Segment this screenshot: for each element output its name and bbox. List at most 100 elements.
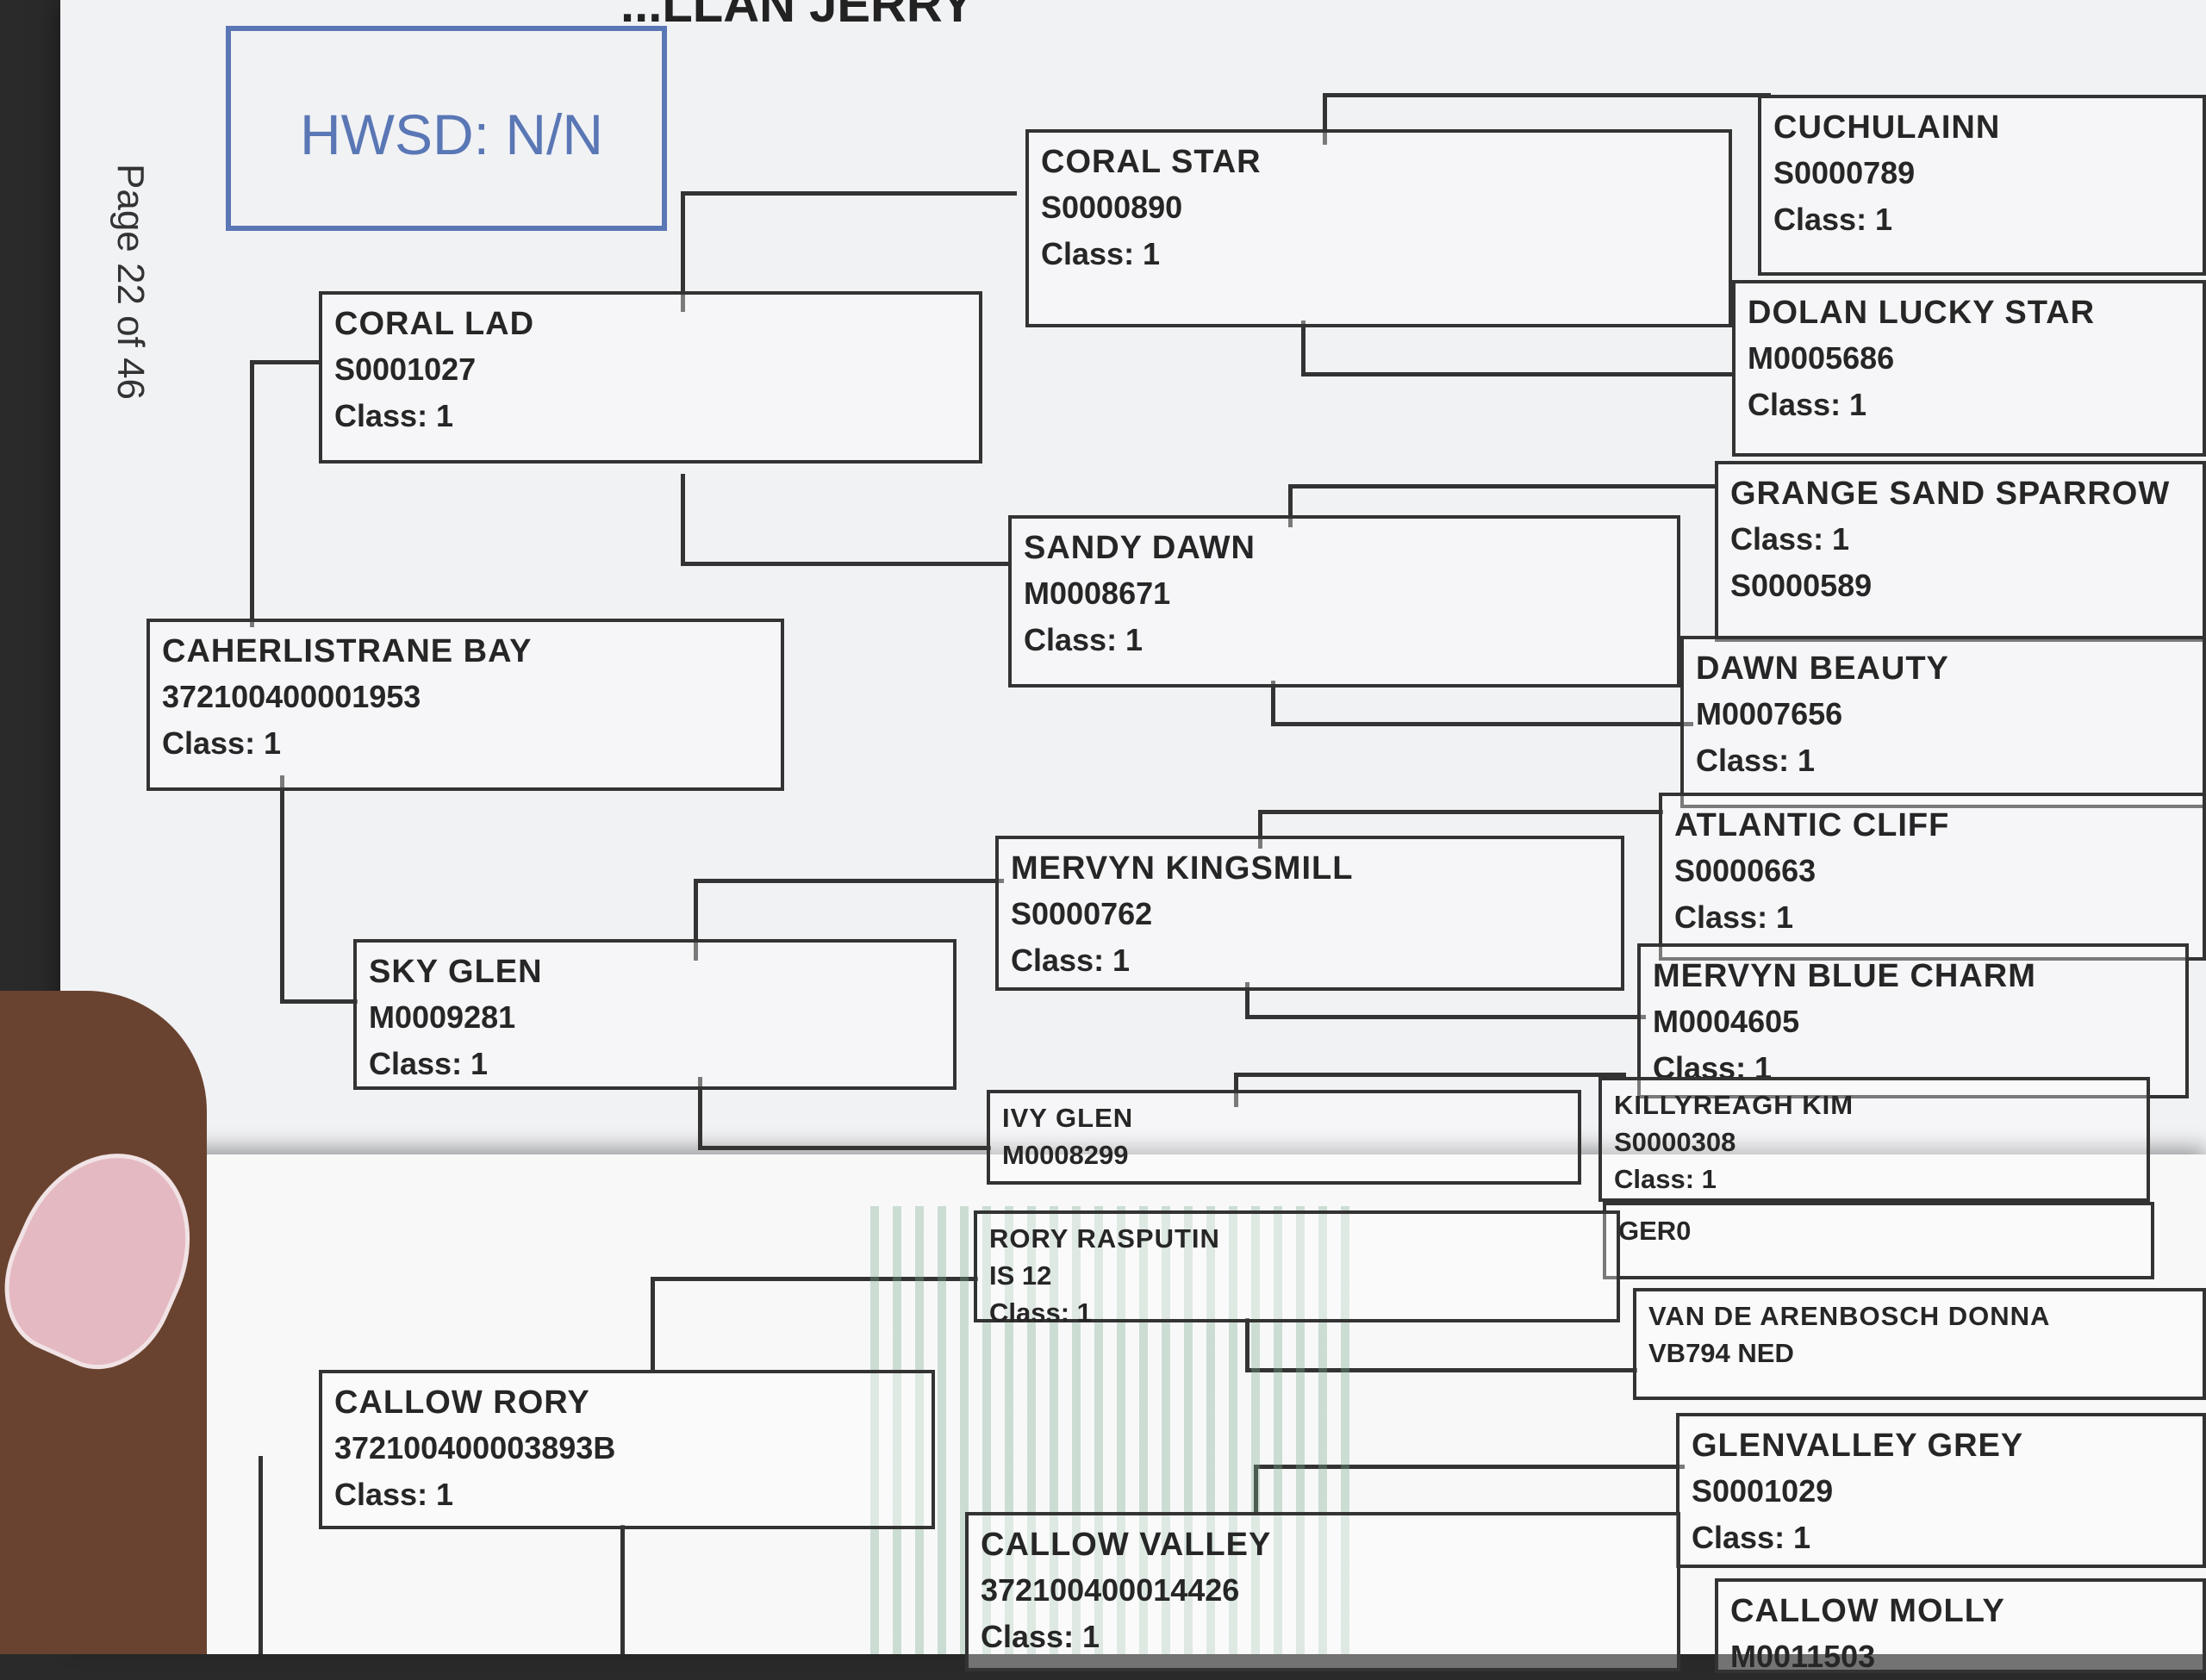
connector-line xyxy=(698,1146,991,1150)
connector-line xyxy=(681,191,1017,196)
horse-name: VAN DE ARENBOSCH DONNA xyxy=(1648,1301,2051,1331)
upper-page xyxy=(60,0,2206,1172)
horse-name: DOLAN LUCKY STAR xyxy=(1748,295,2096,331)
horse-name: GRANGE SAND SPARROW xyxy=(1730,476,2171,512)
pedigree-box-callow-rory: CALLOW RORY 372100400003893B Class: 1 xyxy=(319,1370,935,1529)
connector-line xyxy=(1288,484,1715,488)
registration-number: S0000589 xyxy=(1730,568,1873,603)
horse-name: MERVYN KINGSMILL xyxy=(1011,850,1354,887)
pedigree-box-mervyn-blue-charm: MERVYN BLUE CHARM M0004605 Class: 1 xyxy=(1637,943,2189,1098)
connector-line xyxy=(1254,1465,1258,1512)
registration-number: M0005686 xyxy=(1748,340,1895,376)
pedigree-box-callow-molly: CALLOW MOLLY M0011503 xyxy=(1715,1578,2206,1674)
pedigree-box-callow-valley: CALLOW VALLEY 372100400014426 Class: 1 xyxy=(965,1512,1680,1671)
registration-number: M0004605 xyxy=(1653,1004,1800,1039)
connector-line xyxy=(250,360,319,364)
horse-class: Class: 1 xyxy=(989,1297,1092,1328)
horse-class: Class: 1 xyxy=(1614,1164,1717,1194)
connector-line xyxy=(1245,1368,1637,1372)
horse-class: Class: 1 xyxy=(1674,899,1794,935)
connector-line xyxy=(681,191,685,312)
horse-name: CORAL STAR xyxy=(1041,144,1262,180)
connector-line xyxy=(1258,810,1663,814)
horse-class: Class: 1 xyxy=(162,725,282,761)
connector-line xyxy=(1271,722,1693,726)
pedigree-box-dolan-lucky-star: DOLAN LUCKY STAR M0005686 Class: 1 xyxy=(1732,280,2206,457)
registration-number: GER0 xyxy=(1618,1216,1692,1246)
horse-class: Class: 1 xyxy=(334,1477,454,1512)
connector-line xyxy=(698,1077,702,1150)
horse-class: Class: 1 xyxy=(1041,236,1161,271)
connector-line xyxy=(1271,681,1275,724)
connector-line xyxy=(1245,1318,1249,1370)
registration-number: VB794 NED xyxy=(1648,1338,1794,1368)
pedigree-box-sandy-dawn: SANDY DAWN M0008671 Class: 1 xyxy=(1008,515,1680,688)
connector-line xyxy=(694,879,698,961)
connector-line xyxy=(1254,1465,1685,1469)
horse-class: Class: 1 xyxy=(1011,943,1131,978)
horse-name: MERVYN BLUE CHARM xyxy=(1653,958,2036,994)
page-number-label: Page 22 of 46 xyxy=(109,164,152,401)
pedigree-box-atlantic-cliff: ATLANTIC CLIFF S0000663 Class: 1 xyxy=(1659,793,2206,961)
registration-number: IS 12 xyxy=(989,1260,1052,1291)
connector-line xyxy=(1301,320,1306,376)
horse-name: SKY GLEN xyxy=(369,954,543,990)
registration-number: S0001027 xyxy=(334,352,477,387)
connector-line xyxy=(259,1456,263,1654)
connector-line xyxy=(280,999,358,1004)
registration-number: 372100400001953 xyxy=(162,679,421,714)
pedigree-box-sky-glen: SKY GLEN M0009281 Class: 1 xyxy=(353,939,957,1090)
connector-line xyxy=(1234,1073,1626,1077)
horse-title-fragment: ...LLAN JERRY xyxy=(620,0,975,33)
registration-number: M0011503 xyxy=(1730,1639,1876,1674)
horse-name: DAWN BEAUTY xyxy=(1696,650,1949,687)
connector-line xyxy=(651,1277,655,1372)
pedigree-box-glenvalley-grey: GLENVALLEY GREY S0001029 Class: 1 xyxy=(1676,1413,2206,1568)
horse-class: Class: 1 xyxy=(1024,622,1144,657)
horse-class: Class: 1 xyxy=(981,1619,1100,1654)
registration-number: 372100400003893B xyxy=(334,1430,616,1465)
horse-name: SANDY DAWN xyxy=(1024,530,1256,566)
connector-line xyxy=(1323,93,1327,145)
horse-name: CALLOW VALLEY xyxy=(981,1527,1272,1563)
registration-number: S0000890 xyxy=(1041,190,1183,225)
pedigree-box-killyreagh-kim: KILLYREAGH KIM S0000308 Class: 1 xyxy=(1598,1077,2150,1202)
horse-class: Class: 1 xyxy=(369,1046,489,1081)
registration-number: 372100400014426 xyxy=(981,1572,1240,1608)
horse-name: CUCHULAINN xyxy=(1773,109,2001,146)
registration-number: M0007656 xyxy=(1696,696,1843,731)
pedigree-box-mervyn-kingsmill: MERVYN KINGSMILL S0000762 Class: 1 xyxy=(995,836,1624,991)
horse-name: CALLOW RORY xyxy=(334,1384,590,1421)
horse-name: KILLYREAGH KIM xyxy=(1614,1090,1854,1120)
pedigree-box-gero: GER0 xyxy=(1603,1202,2154,1279)
connector-line xyxy=(1245,982,1249,1017)
stamp-text: HWSD: N/N xyxy=(300,103,603,166)
connector-line xyxy=(250,360,254,627)
horse-name: GLENVALLEY GREY xyxy=(1692,1428,2024,1464)
horse-class: Class: 1 xyxy=(334,398,454,433)
pedigree-box-cuchulainn: CUCHULAINN S0000789 Class: 1 xyxy=(1758,95,2206,276)
connector-line xyxy=(1288,484,1293,527)
connector-line xyxy=(681,474,685,564)
connector-line xyxy=(1245,1015,1646,1019)
horse-name: CORAL LAD xyxy=(334,306,535,342)
connector-line xyxy=(280,775,284,1004)
connector-line xyxy=(1323,93,1771,97)
pedigree-box-van-de-arenbosch-donna: VAN DE ARENBOSCH DONNA VB794 NED xyxy=(1633,1288,2206,1400)
horse-name: CALLOW MOLLY xyxy=(1730,1593,2005,1629)
horse-class: Class: 1 xyxy=(1773,202,1893,237)
connector-line xyxy=(1301,372,1732,376)
registration-number: S0000663 xyxy=(1674,853,1817,888)
pedigree-box-grange-sand-sparrow: GRANGE SAND SPARROW Class: 1 S0000589 xyxy=(1715,461,2206,642)
horse-name: CAHERLISTRANE BAY xyxy=(162,633,533,669)
pedigree-box-caherlistrane-bay: CAHERLISTRANE BAY 372100400001953 Class:… xyxy=(146,619,784,791)
connector-line xyxy=(681,562,1008,566)
horse-class: Class: 1 xyxy=(1692,1520,1811,1555)
registration-number: S0000308 xyxy=(1614,1127,1736,1157)
horse-class: Class: 1 xyxy=(1002,1173,1566,1181)
horse-name: IVY GLEN xyxy=(1002,1103,1134,1133)
lower-page xyxy=(69,1154,2206,1654)
horse-name: RORY RASPUTIN xyxy=(989,1223,1220,1254)
horse-name: ATLANTIC CLIFF xyxy=(1674,807,1950,843)
connector-line xyxy=(694,879,1004,883)
